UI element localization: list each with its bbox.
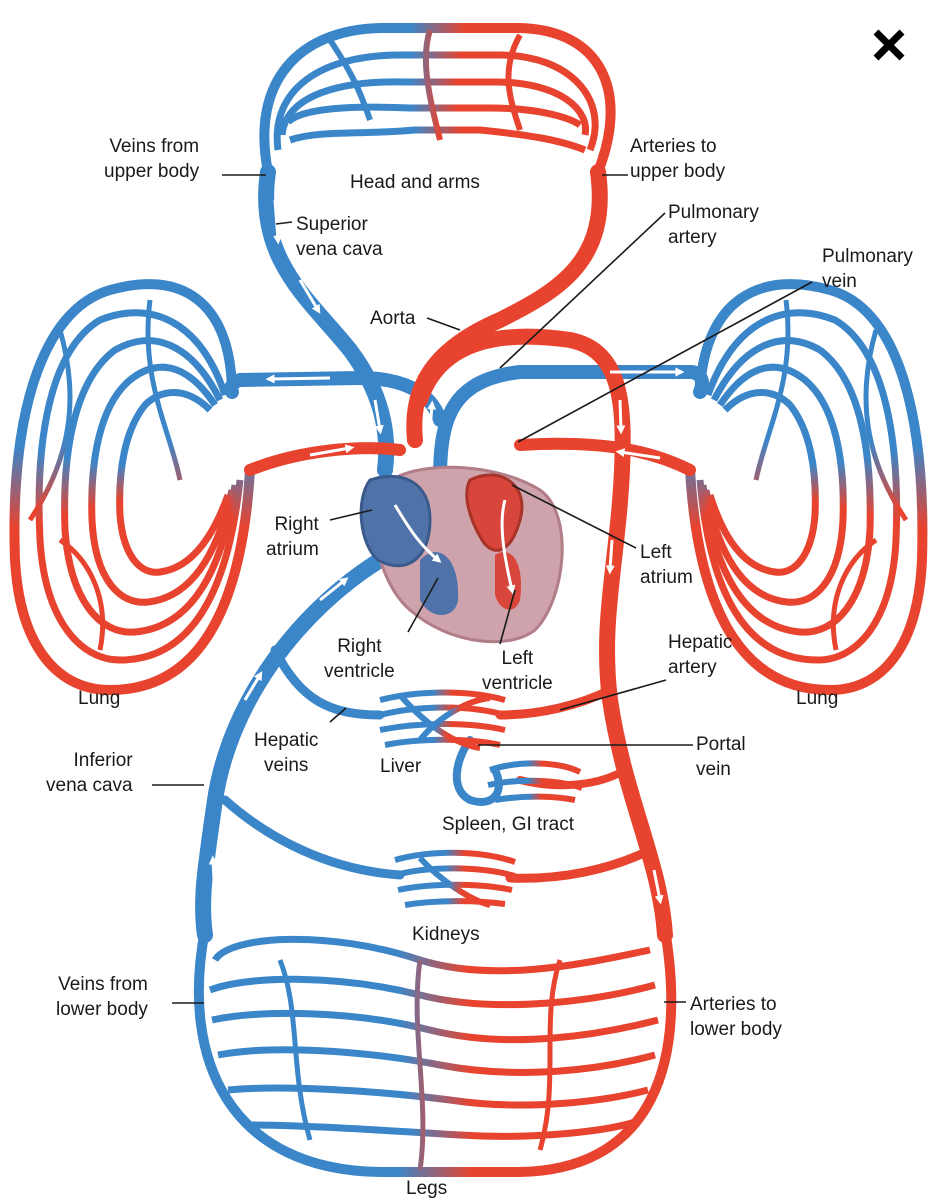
right-lung-capillary-bed [685,279,928,696]
kidney-capillaries [394,849,516,908]
label-lung-left: Lung [78,688,121,709]
close-button[interactable] [866,22,912,68]
flow-arrows [208,195,685,905]
label-lung-right: Lung [796,688,839,709]
label-kidneys: Kidneys [412,924,480,945]
label-spleen-gi-tract: Spleen, GI tract [442,814,575,835]
leader-lines [152,174,813,1004]
spleen-gi-capillaries [487,760,584,803]
label-liver: Liver [380,756,422,777]
label-legs: Legs [406,1178,448,1199]
legs-capillary-bed [193,929,677,1177]
liver-capillaries [379,689,506,751]
label-aorta: Aorta [370,308,416,329]
left-lung-capillary-bed [9,279,255,696]
head-arms-capillary-bed [259,23,616,174]
heart [359,465,564,644]
close-icon[interactable] [866,22,912,68]
label-head-and-arms: Head and arms [350,172,480,193]
